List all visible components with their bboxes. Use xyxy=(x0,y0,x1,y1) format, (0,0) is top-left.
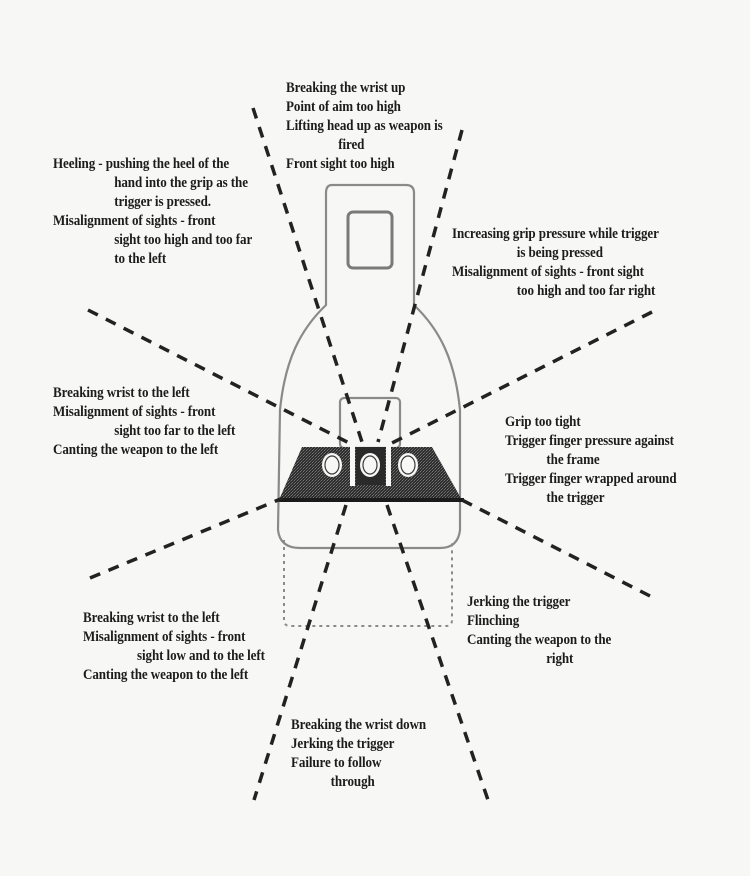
cause-line: Trigger finger pressure against xyxy=(505,433,674,449)
cause-line: Breaking wrist to the left xyxy=(83,610,220,626)
divider-left-lower xyxy=(89,496,284,580)
cause-line: Jerking the trigger xyxy=(467,594,571,610)
cause-line: Misalignment of sights - front xyxy=(53,213,216,229)
cause-line: Heeling - pushing the heel of the xyxy=(53,156,230,172)
front-sight-gap-left xyxy=(350,446,355,486)
cause-line: sight too high and too far xyxy=(114,232,253,248)
cause-line: Misalignment of sights - front xyxy=(53,404,216,420)
region-upper-right-causes: Increasing grip pressure while trigger i… xyxy=(452,225,659,301)
cause-line: sight low and to the left xyxy=(137,648,265,664)
cause-line: Canting the weapon to the left xyxy=(83,667,249,683)
front-sight-gap-right xyxy=(386,446,391,486)
cause-line: sight too far to the left xyxy=(114,423,236,439)
cause-line: too high and too far right xyxy=(516,283,656,299)
cause-line: is being pressed xyxy=(516,245,603,261)
cause-line: Grip too tight xyxy=(505,414,581,430)
cause-line: Failure to follow xyxy=(291,755,382,771)
cause-line: Canting the weapon to the left xyxy=(53,442,219,458)
region-lower-right-causes: Jerking the trigger Flinching Canting th… xyxy=(467,593,611,669)
cause-line: Front sight too high xyxy=(286,156,395,172)
region-left-causes: Breaking wrist to the left Misalignment … xyxy=(53,384,235,460)
sight-base-line xyxy=(279,498,464,502)
target-lower-dotted-outline xyxy=(283,540,453,627)
rear-sight-notch-outline xyxy=(338,396,402,450)
target-inner-box xyxy=(346,210,394,270)
cause-line: Misalignment of sights - front xyxy=(83,629,246,645)
cause-line: Breaking the wrist up xyxy=(286,80,406,96)
cause-line: to the left xyxy=(114,251,167,267)
divider-right-lower xyxy=(461,498,651,598)
sight-dot-left xyxy=(322,453,342,477)
sight-picture xyxy=(279,446,464,502)
region-upper-left-causes: Heeling - pushing the heel of the hand i… xyxy=(53,155,252,269)
cause-line: hand into the grip as the xyxy=(114,175,248,191)
divider-right-upper xyxy=(385,310,653,448)
cause-line: Breaking wrist to the left xyxy=(53,385,190,401)
target-silhouette xyxy=(276,183,462,627)
dashed-divider-lines xyxy=(87,107,653,801)
sight-dot-right xyxy=(398,453,418,477)
cause-line: fired xyxy=(338,137,365,153)
region-bottom-causes: Breaking the wrist down Jerking the trig… xyxy=(291,716,426,792)
region-top-causes: Breaking the wrist up Point of aim too h… xyxy=(286,79,443,174)
cause-line: Canting the weapon to the xyxy=(467,632,612,648)
cause-line: Jerking the trigger xyxy=(291,736,395,752)
divider-left-upper xyxy=(87,308,356,448)
cause-line: Increasing grip pressure while trigger xyxy=(452,226,659,242)
cause-line: Lifting head up as weapon is xyxy=(286,118,443,134)
cause-line: Trigger finger wrapped around xyxy=(505,471,677,487)
cause-line: Misalignment of sights - front sight xyxy=(452,264,644,280)
sight-dot-center xyxy=(360,453,380,477)
cause-line: Breaking the wrist down xyxy=(291,717,427,733)
cause-line: through xyxy=(330,774,375,790)
cause-line: the frame xyxy=(546,452,600,468)
region-right-causes: Grip too tight Trigger finger pressure a… xyxy=(505,413,677,508)
cause-line: trigger is pressed. xyxy=(114,194,211,210)
cause-line: the trigger xyxy=(546,490,605,506)
divider-upper-right-steep xyxy=(376,129,464,443)
region-lower-left-causes: Breaking wrist to the left Misalignment … xyxy=(83,609,265,685)
cause-line: Point of aim too high xyxy=(286,99,401,115)
cause-line: right xyxy=(546,651,574,667)
cause-line: Flinching xyxy=(467,613,520,629)
